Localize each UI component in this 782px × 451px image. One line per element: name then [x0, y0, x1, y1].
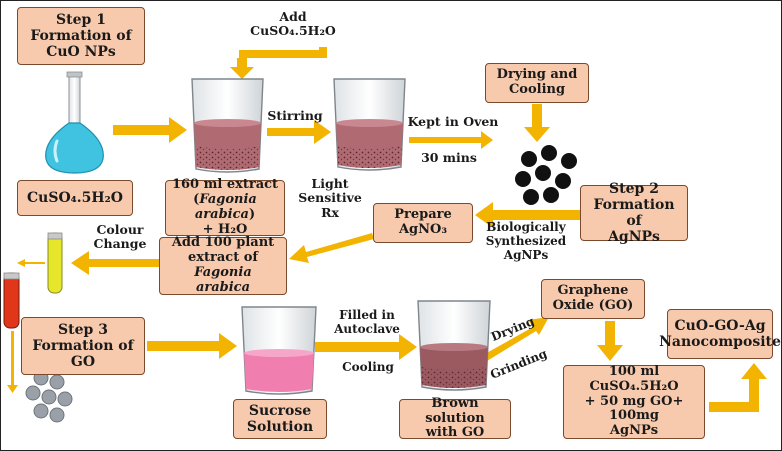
label-30-mins: 30 mins — [421, 150, 477, 165]
arrow-add-cuso4 — [237, 47, 327, 71]
arrow-tube-down — [7, 331, 18, 393]
arrow-flask-to-beaker — [113, 117, 187, 143]
arrow-to-final — [709, 363, 767, 412]
nanoparticle-cluster-icon — [515, 145, 577, 205]
label-kept-in-oven: Kept in Oven — [407, 114, 499, 129]
extract-line3: + H₂O — [202, 221, 248, 237]
box-step1: Step 1 Formation of CuO NPs — [17, 7, 145, 65]
box-extract: 160 ml extract (Fagonia arabica) + H₂O — [165, 177, 285, 237]
box-prepare-agno3: Prepare AgNO₃ — [373, 203, 473, 243]
box-graphene-oxide: Graphene Oxide (GO) — [541, 279, 645, 319]
arrow-autoclave — [315, 334, 417, 360]
box-add-plant-extract: Add 100 plant extract of Fagonia arabica — [159, 235, 287, 295]
test-tube-icon — [3, 272, 20, 329]
beaker-icon — [191, 78, 264, 173]
box-brown-solution: Brown solution with GO — [399, 396, 511, 440]
volumetric-flask-icon — [45, 71, 104, 174]
add-plant-line2: extract of Fagonia — [164, 250, 282, 281]
label-colour-change: Colour Change — [93, 222, 147, 252]
arrow-agno3-to-plant — [289, 233, 374, 263]
arrow-drying-grinding — [483, 317, 549, 361]
box-mix: 100 ml CuSO₄.5H₂O + 50 mg GO+ 100mg AgNP… — [563, 364, 705, 439]
arrow-add-cuso4-head — [230, 67, 254, 79]
box-step2: Step 2 Formation of AgNPs — [580, 181, 688, 245]
beaker-icon — [333, 78, 406, 171]
arrow-drying-down — [524, 104, 550, 142]
beaker-icon — [241, 306, 317, 395]
label-add-cuso4: Add CuSO₄.5H₂O — [250, 9, 336, 39]
arrow-colour-change — [71, 251, 159, 275]
box-sucrose: Sucrose Solution — [233, 399, 327, 439]
nanoparticle-cluster-icon — [25, 370, 73, 423]
add-plant-species: Fagonia — [194, 265, 252, 280]
box-step3: Step 3 Formation of GO — [21, 317, 145, 375]
arrows — [7, 47, 767, 412]
label-filled-autoclave: Filled in Autoclave — [334, 308, 400, 336]
extract-line2: (Fagonia arabica) — [193, 192, 257, 222]
label-stirring: Stirring — [267, 108, 323, 123]
beaker-icon — [417, 300, 491, 391]
box-drying-cooling: Drying and Cooling — [485, 63, 589, 103]
add-plant-line2-prefix: extract of — [187, 250, 258, 266]
arrow-to-agno3 — [475, 202, 581, 228]
add-plant-line1: Add 100 plant — [171, 235, 275, 251]
box-cuso4: CuSO₄.5H₂O — [17, 180, 133, 216]
label-light-sensitive: Light Sensitive Rx — [298, 176, 362, 220]
add-plant-line3: arabica — [195, 279, 251, 295]
test-tube-icon — [47, 232, 63, 294]
extract-species: Fagonia arabica — [194, 192, 257, 222]
extract-line1: 160 ml extract — [171, 177, 279, 193]
label-bio-agnps: Biologically Synthesized AgNPs — [485, 220, 567, 262]
arrow-go-down — [597, 321, 623, 361]
arrow-step3-to-beaker — [147, 333, 237, 359]
arrow-stirring — [267, 120, 331, 144]
box-final: CuO-GO-Ag Nanocomposite — [659, 309, 781, 359]
label-cooling: Cooling — [342, 360, 394, 374]
arrow-tube-small — [17, 259, 45, 267]
arrow-oven — [409, 131, 493, 149]
